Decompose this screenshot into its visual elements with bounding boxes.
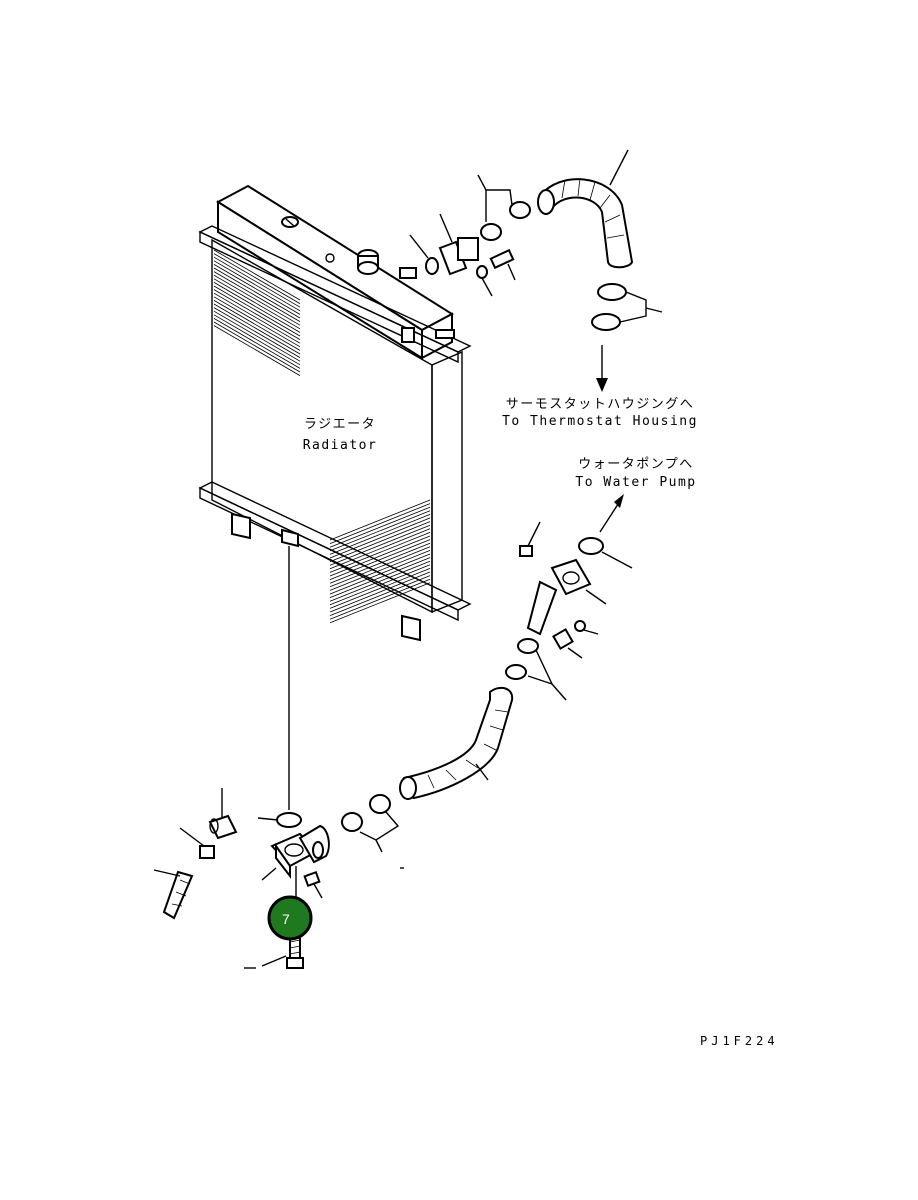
radiator-fin: [329, 514, 431, 555]
radiator-fin: [213, 249, 301, 301]
radiator-label-en: Radiator: [303, 438, 378, 453]
thermostat-label-en: To Thermostat Housing: [502, 414, 698, 429]
radiator-fin: [329, 575, 431, 616]
callout-7[interactable]: 7: [267, 895, 313, 941]
radiator-label-jp: ラジエータ: [304, 417, 376, 432]
radiator-fin: [329, 542, 431, 584]
radiator-fin: [329, 578, 431, 620]
radiator-fin: [213, 285, 301, 337]
thermostat-label-jp: サーモスタットハウジングへ: [506, 397, 695, 412]
radiator-fin: [329, 557, 431, 598]
radiator-fin: [329, 528, 431, 570]
radiator-fin: [329, 560, 431, 602]
radiator-fin: [213, 325, 301, 376]
drawing-code: PJ1F224: [700, 1034, 779, 1048]
radiator-fin: [329, 564, 431, 606]
radiator-fin: [213, 314, 301, 366]
radiator-fin: [329, 553, 431, 595]
radiator-fin: [329, 517, 431, 559]
radiator-fin: [213, 300, 301, 351]
radiator-fin: [213, 307, 301, 358]
radiator-fin: [213, 267, 301, 319]
radiator-fin: [213, 296, 301, 348]
radiator-fin: [213, 310, 301, 362]
radiator-fin: [213, 289, 301, 340]
radiator-fin: [213, 256, 301, 308]
radiator-fin: [213, 292, 301, 344]
radiator-fin: [213, 318, 301, 369]
radiator-fin: [329, 532, 431, 573]
radiator-fin: [329, 571, 431, 613]
radiator-fin: [329, 503, 431, 544]
radiator-fin: [329, 524, 431, 566]
radiator-fin: [329, 568, 431, 609]
waterpump-label-en: To Water Pump: [575, 475, 696, 490]
bottom-outlet-assembly: [153, 788, 404, 969]
radiator-fin: [329, 550, 431, 591]
radiator-fin: [213, 282, 301, 333]
radiator-fin: [213, 264, 301, 315]
radiator-fin: [213, 260, 301, 312]
radiator-fin: [329, 506, 431, 548]
radiator: ラジエータ Radiator: [198, 184, 472, 810]
radiator-fin: [213, 321, 301, 373]
radiator-fin: [329, 521, 431, 562]
radiator-fin: [329, 535, 431, 577]
radiator-fin: [213, 303, 301, 355]
callout-number: 7: [282, 911, 290, 927]
lower-hose-assembly: ウォータポンプへ To Water Pump: [341, 457, 696, 853]
radiator-fin: [329, 499, 431, 541]
radiator-fin: [213, 271, 301, 322]
upper-hose-assembly: サーモスタットハウジングへ To Thermostat Housing: [409, 149, 698, 429]
radiator-fin: [329, 546, 431, 588]
radiator-fin: [213, 253, 301, 304]
radiator-fin: [329, 539, 431, 580]
radiator-fin: [213, 278, 301, 330]
waterpump-label-jp: ウォータポンプへ: [578, 457, 694, 472]
radiator-fin: [329, 510, 431, 552]
radiator-fin: [213, 274, 301, 326]
